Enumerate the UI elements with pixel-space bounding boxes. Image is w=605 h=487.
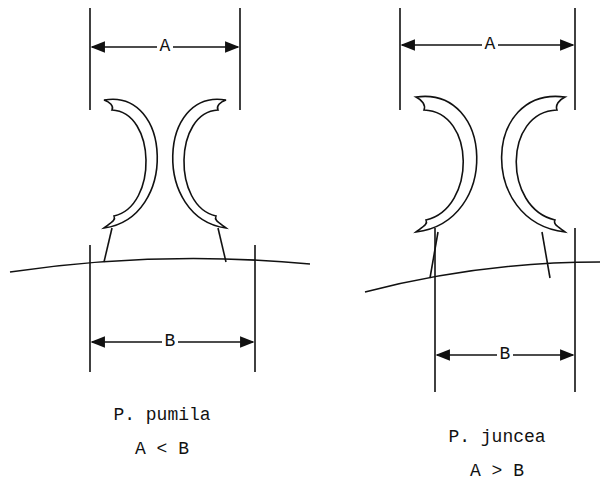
species-name: P. juncea <box>448 428 545 448</box>
ratio-note: A < B <box>135 440 189 460</box>
pumila-figure <box>10 8 310 372</box>
juncea-figure <box>365 8 600 392</box>
species-name: P. pumila <box>113 406 210 426</box>
dimension-label: B <box>162 332 179 352</box>
dimension-label: B <box>497 345 514 365</box>
dimension-label: A <box>482 35 499 55</box>
ratio-note: A > B <box>470 462 524 482</box>
dimension-label: A <box>157 37 174 57</box>
